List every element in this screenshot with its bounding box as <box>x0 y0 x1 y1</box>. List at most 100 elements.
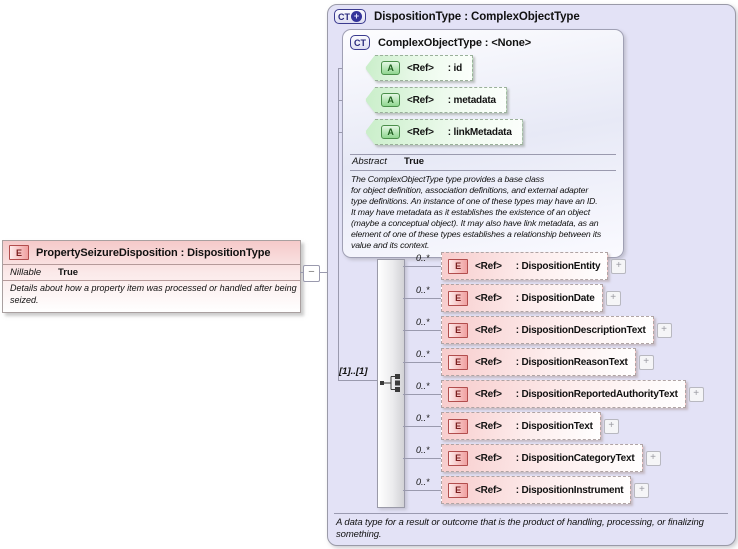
abstract-value: True <box>404 156 425 167</box>
cardinality-label: 0..* <box>416 445 430 455</box>
element-name: : DispositionCategoryText <box>515 452 635 464</box>
attribute-name: : metadata <box>447 94 496 106</box>
attribute-row: A <Ref> : metadata <box>365 87 507 113</box>
element-box[interactable]: E <Ref> : DispositionDescriptionText <box>441 316 654 344</box>
connector-line <box>403 362 441 363</box>
complex-type-icon: CT <box>350 35 370 50</box>
element-icon: E <box>448 482 468 498</box>
type-header: CT + DispositionType : ComplexObjectType <box>334 9 580 24</box>
derived-plus-badge: + <box>351 11 362 22</box>
type-description: A data type for a result or outcome that… <box>336 517 704 540</box>
cardinality-label: 0..* <box>416 285 430 295</box>
cardinality-label: 0..* <box>416 477 430 487</box>
separator <box>3 280 300 281</box>
nillable-value: True <box>58 267 79 278</box>
element-box[interactable]: E <Ref> : DispositionEntity <box>441 252 609 280</box>
referencing-element-header: E PropertySeizureDisposition : Dispositi… <box>3 241 300 264</box>
element-box[interactable]: E <Ref> : DispositionCategoryText <box>441 444 643 472</box>
expand-icon[interactable]: + <box>688 386 704 402</box>
complex-type-letters: CT <box>338 11 350 22</box>
element-row: 0..* E <Ref> : DispositionInstrument + <box>403 476 650 504</box>
attribute-box[interactable]: A <Ref> : linkMetadata <box>365 119 523 145</box>
expand-icon[interactable]: + <box>656 322 672 338</box>
element-ref: <Ref> <box>475 356 502 368</box>
attribute-box[interactable]: A <Ref> : metadata <box>365 87 507 113</box>
complex-type-letters: CT <box>354 37 366 48</box>
connector-line <box>403 298 441 299</box>
element-ref: <Ref> <box>475 452 502 464</box>
element-icon: E <box>448 386 468 402</box>
expand-icon[interactable]: + <box>645 450 661 466</box>
attribute-row: A <Ref> : linkMetadata <box>365 119 523 145</box>
base-type-title: ComplexObjectType : <None> <box>378 36 532 49</box>
element-box[interactable]: E <Ref> : DispositionText <box>441 412 601 440</box>
element-name: : DispositionDescriptionText <box>515 324 646 336</box>
attribute-ref: <Ref> <box>407 94 434 106</box>
element-name: : DispositionDate <box>515 292 595 304</box>
element-ref: <Ref> <box>475 260 502 272</box>
cardinality-label: 0..* <box>416 381 430 391</box>
element-ref: <Ref> <box>475 420 502 432</box>
attribute-ref: <Ref> <box>407 62 434 74</box>
attribute-icon: A <box>381 125 400 139</box>
element-ref: <Ref> <box>475 324 502 336</box>
group-cardinality-label: [1]..[1] <box>339 366 368 377</box>
element-icon: E <box>448 290 468 306</box>
base-type-header: CT ComplexObjectType : <None> <box>350 35 531 50</box>
sequence-icon <box>380 374 400 392</box>
cardinality-label: 0..* <box>416 349 430 359</box>
attribute-name: : id <box>447 62 462 74</box>
referencing-element-box[interactable]: E PropertySeizureDisposition : Dispositi… <box>2 240 301 313</box>
connector-line <box>403 490 441 491</box>
element-row: 0..* E <Ref> : DispositionEntity + <box>403 252 627 280</box>
expand-icon[interactable]: + <box>638 354 654 370</box>
connector-line <box>338 380 377 381</box>
base-type-description: The ComplexObjectType type provides a ba… <box>351 174 602 250</box>
element-box[interactable]: E <Ref> : DispositionReasonText <box>441 348 636 376</box>
cardinality-label: 0..* <box>416 317 430 327</box>
element-box[interactable]: E <Ref> : DispositionReportedAuthorityTe… <box>441 380 686 408</box>
abstract-property-row: Abstract True <box>352 156 424 167</box>
element-icon: E <box>9 245 29 260</box>
cardinality-label: 0..* <box>416 253 430 263</box>
attribute-ref: <Ref> <box>407 126 434 138</box>
element-row: 0..* E <Ref> : DispositionDate + <box>403 284 621 312</box>
element-row: 0..* E <Ref> : DispositionReportedAuthor… <box>403 380 704 408</box>
element-icon: E <box>448 418 468 434</box>
element-name: : DispositionText <box>515 420 593 432</box>
element-icon: E <box>448 258 468 274</box>
referencing-element-description: Details about how a property item was pr… <box>10 283 297 305</box>
connector-line <box>338 68 339 381</box>
attribute-name: : linkMetadata <box>447 126 512 138</box>
element-row: 0..* E <Ref> : DispositionReasonText + <box>403 348 654 376</box>
collapse-toggle[interactable]: − <box>303 265 320 282</box>
complex-type-derived-icon: CT + <box>334 9 366 24</box>
element-box[interactable]: E <Ref> : DispositionInstrument <box>441 476 632 504</box>
nillable-label: Nillable <box>10 267 42 278</box>
separator <box>334 513 728 514</box>
expand-icon[interactable]: + <box>605 290 621 306</box>
attribute-row: A <Ref> : id <box>365 55 473 81</box>
connector-line <box>403 330 441 331</box>
expand-icon[interactable]: + <box>634 482 650 498</box>
expand-icon[interactable]: + <box>611 258 627 274</box>
separator <box>350 154 616 155</box>
element-icon: E <box>448 322 468 338</box>
base-type-box: CT ComplexObjectType : <None> A <Ref> : … <box>342 29 624 258</box>
attribute-icon: A <box>381 93 400 107</box>
attribute-icon: A <box>381 61 400 75</box>
referencing-element-title: PropertySeizureDisposition : Disposition… <box>36 246 271 259</box>
element-icon: E <box>448 450 468 466</box>
element-name: : DispositionReportedAuthorityText <box>515 388 678 400</box>
element-box[interactable]: E <Ref> : DispositionDate <box>441 284 603 312</box>
cardinality-label: 0..* <box>416 413 430 423</box>
element-ref: <Ref> <box>475 484 502 496</box>
abstract-label: Abstract <box>352 156 387 167</box>
expand-icon[interactable]: + <box>603 418 619 434</box>
attribute-box[interactable]: A <Ref> : id <box>365 55 473 81</box>
element-row: 0..* E <Ref> : DispositionDescriptionTex… <box>403 316 672 344</box>
connector-line <box>403 266 441 267</box>
separator <box>3 264 300 265</box>
nillable-property-row: Nillable True <box>3 265 300 280</box>
